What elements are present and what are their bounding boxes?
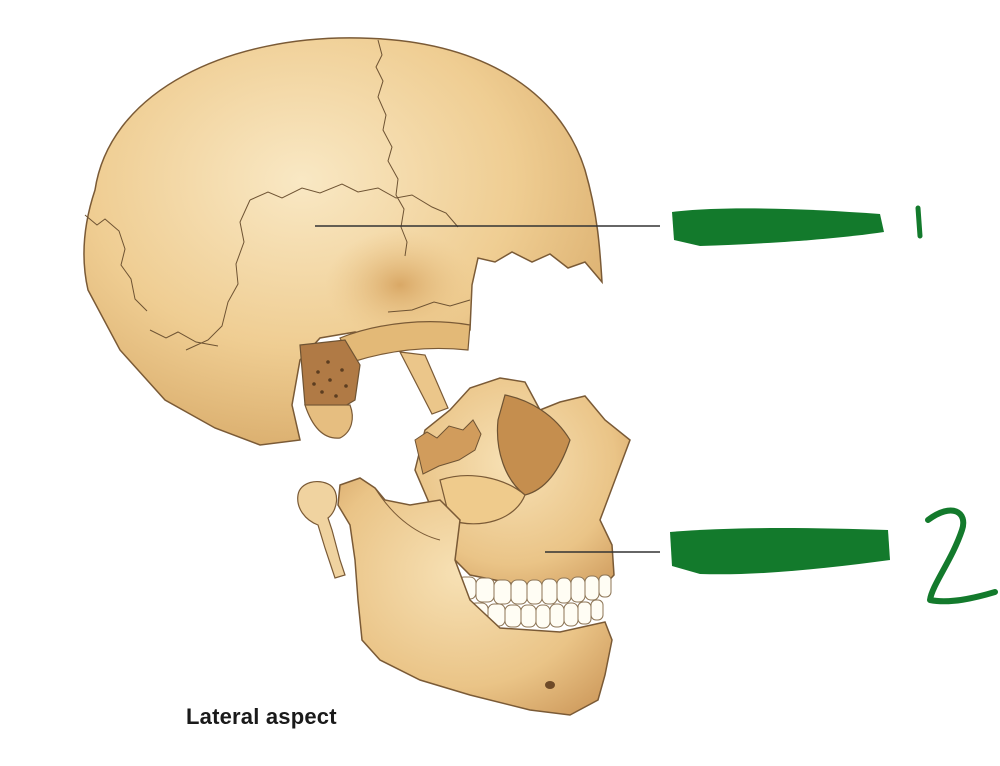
redaction-marker-2	[670, 528, 890, 575]
condyle-fragment	[297, 481, 346, 579]
zygomatic-arch	[339, 321, 471, 363]
handwritten-one-stroke	[915, 205, 923, 239]
redaction-marker-1	[672, 208, 884, 246]
sphenoid-fragment	[414, 419, 482, 475]
temporal-fossa	[325, 230, 475, 340]
mandible	[337, 477, 613, 716]
cranium	[83, 37, 603, 446]
ear-canal-texture	[312, 360, 348, 398]
orbit	[496, 394, 571, 496]
styloid-process	[398, 351, 449, 415]
mental-foramen	[545, 681, 555, 689]
zygomatic-bone	[439, 475, 526, 525]
ramus-edge	[374, 487, 441, 541]
handwritten-two-stroke	[925, 507, 998, 605]
figure-caption: Lateral aspect	[186, 704, 337, 729]
cranial-sutures	[84, 39, 471, 351]
lower-teeth	[469, 599, 604, 629]
upper-teeth	[457, 574, 612, 605]
mastoid-process	[304, 404, 353, 439]
mastoid-region	[299, 339, 361, 416]
